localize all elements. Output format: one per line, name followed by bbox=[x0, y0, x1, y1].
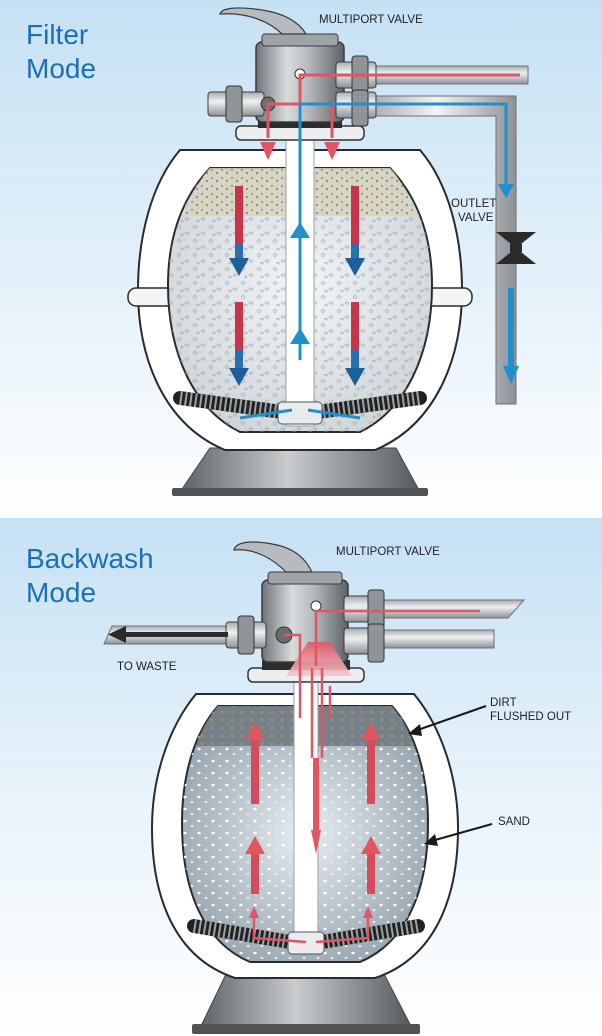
callout-arrows bbox=[408, 705, 493, 846]
upflow-arrows bbox=[290, 222, 310, 344]
valve-handle bbox=[233, 541, 313, 573]
standpipe-down-flow bbox=[313, 758, 319, 832]
backwash-mode-illustration bbox=[103, 541, 526, 1034]
outflow-arrow-pipe bbox=[498, 184, 514, 198]
standpipe-down-arrow bbox=[311, 830, 321, 854]
dirt-label-line1: DIRT bbox=[490, 697, 517, 709]
sand-label: SAND bbox=[498, 816, 530, 828]
backwash-flow-fan bbox=[286, 642, 352, 676]
valve-cap bbox=[261, 33, 339, 47]
outlet-valve bbox=[496, 232, 536, 264]
to-waste-arrow bbox=[108, 626, 228, 643]
laterals bbox=[173, 391, 427, 425]
inflow-arrow-right bbox=[324, 142, 340, 160]
dirt-label-line2: FLUSHED OUT bbox=[490, 711, 572, 723]
waste-port-union bbox=[225, 85, 243, 123]
filter-mode-title-line2: Mode bbox=[26, 53, 97, 84]
valve-handle bbox=[219, 7, 308, 35]
filter-mode-title: Filter Mode bbox=[26, 18, 96, 86]
pump-port-union bbox=[367, 589, 385, 629]
backwash-mode-title-line1: Backwash bbox=[26, 543, 154, 574]
backwash-mode-title-line2: Mode bbox=[26, 577, 97, 608]
filter-mode-illustration bbox=[127, 7, 536, 496]
tank-base bbox=[179, 447, 421, 493]
upflow-arrows bbox=[245, 722, 381, 918]
tank-base-foot bbox=[192, 1024, 420, 1034]
multiport-valve-label: MULTIPORT VALVE bbox=[319, 14, 423, 26]
tank-base-foot bbox=[172, 488, 428, 496]
inlet-pipe bbox=[371, 599, 526, 619]
outlet-valve-label: OUTLET VALVE bbox=[451, 197, 496, 225]
downflow-arrows bbox=[229, 186, 365, 386]
return-port-union bbox=[351, 89, 369, 127]
backwash-mode-title: Backwash Mode bbox=[26, 542, 154, 610]
filter-mode-panel: Filter Mode MULTIPORT VALVE OUTLET VALVE bbox=[0, 0, 602, 518]
inflow-arrow-left bbox=[260, 142, 276, 160]
valve-cap bbox=[267, 571, 343, 585]
outlet-valve-label-line2: VALVE bbox=[458, 212, 494, 224]
outlet-flow-arrows bbox=[503, 288, 519, 384]
waste-port-union bbox=[237, 615, 255, 655]
return-pipe bbox=[371, 629, 495, 649]
filter-mode-title-line1: Filter bbox=[26, 19, 89, 50]
backwash-flow-path bbox=[252, 609, 480, 944]
outlet-valve-label-line1: OUTLET bbox=[451, 198, 497, 210]
dirt-flushed-out-label: DIRT FLUSHED OUT bbox=[490, 696, 571, 724]
backwash-mode-panel: Backwash Mode MULTIPORT VALVE TO WASTE D… bbox=[0, 518, 602, 1036]
return-port-union bbox=[367, 623, 385, 663]
multiport-valve-label: MULTIPORT VALVE bbox=[336, 546, 440, 558]
to-waste-label: TO WASTE bbox=[117, 661, 177, 673]
valve-indicator bbox=[310, 600, 322, 612]
